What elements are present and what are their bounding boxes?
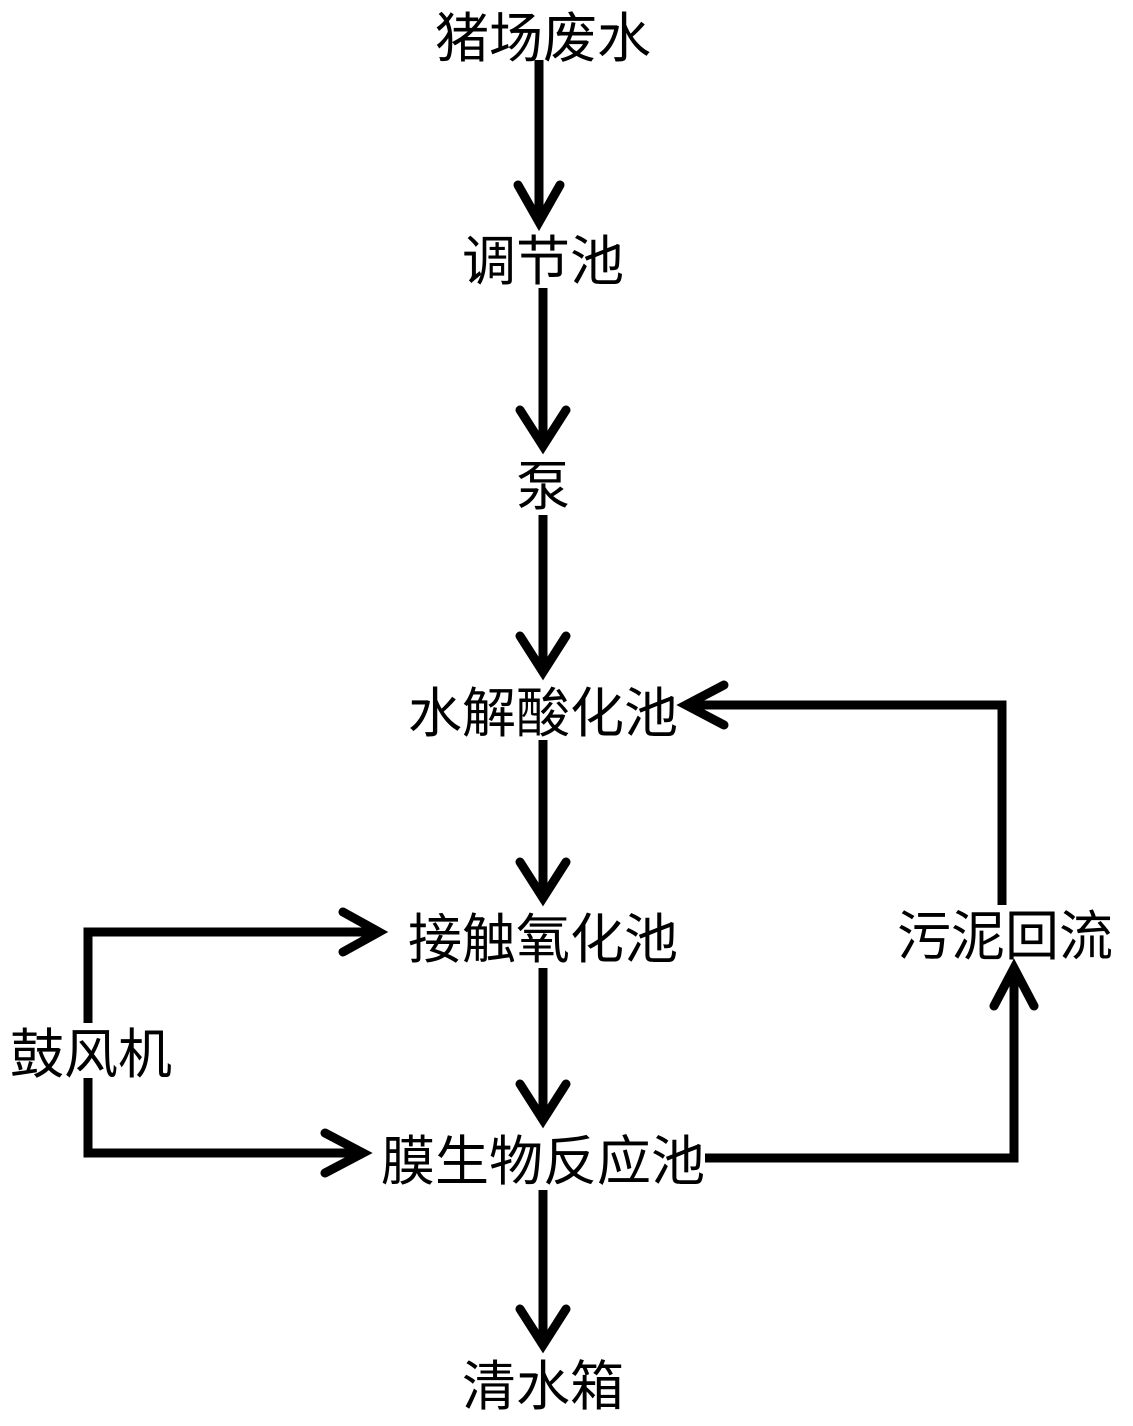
edge-mbr-to-sludge-return xyxy=(705,970,1019,1163)
node-labels: 猪场废水 调节池 泵 水解酸化池 接触氧化池 鼓风机 膜生物反应池 清水箱 污泥… xyxy=(10,7,1113,1418)
node-pump: 泵 xyxy=(516,455,570,518)
edge-sludge-return-to-hydrolysis xyxy=(688,700,1007,905)
node-contact-oxidation-tank: 接触氧化池 xyxy=(408,908,678,971)
edge-blower-to-contact-oxidation xyxy=(83,927,377,1023)
edge-blower-to-mbr xyxy=(83,1078,361,1158)
arrow-left-icon xyxy=(676,680,729,730)
arrow-down-icon xyxy=(515,631,571,681)
arrow-down-icon xyxy=(515,1079,571,1129)
arrow-up-icon xyxy=(989,958,1039,1011)
arrow-right-icon xyxy=(338,907,389,957)
arrow-down-icon xyxy=(513,180,565,232)
node-hydrolysis-acidification-tank: 水解酸化池 xyxy=(408,682,678,745)
node-clean-water-tank: 清水箱 xyxy=(462,1355,624,1418)
sludge-return-lines xyxy=(676,680,1039,1163)
main-flow-lines xyxy=(513,60,571,1354)
node-sludge-return: 污泥回流 xyxy=(897,905,1113,968)
node-membrane-bioreactor: 膜生物反应池 xyxy=(381,1130,705,1193)
arrow-right-icon xyxy=(320,1128,373,1178)
blower-air-lines xyxy=(83,907,389,1178)
arrow-down-icon xyxy=(515,857,571,907)
node-blower: 鼓风机 xyxy=(10,1023,172,1086)
node-regulating-tank: 调节池 xyxy=(462,230,624,293)
arrow-down-icon xyxy=(515,1304,571,1354)
node-pig-farm-wastewater: 猪场废水 xyxy=(435,7,651,70)
arrow-down-icon xyxy=(515,405,571,455)
